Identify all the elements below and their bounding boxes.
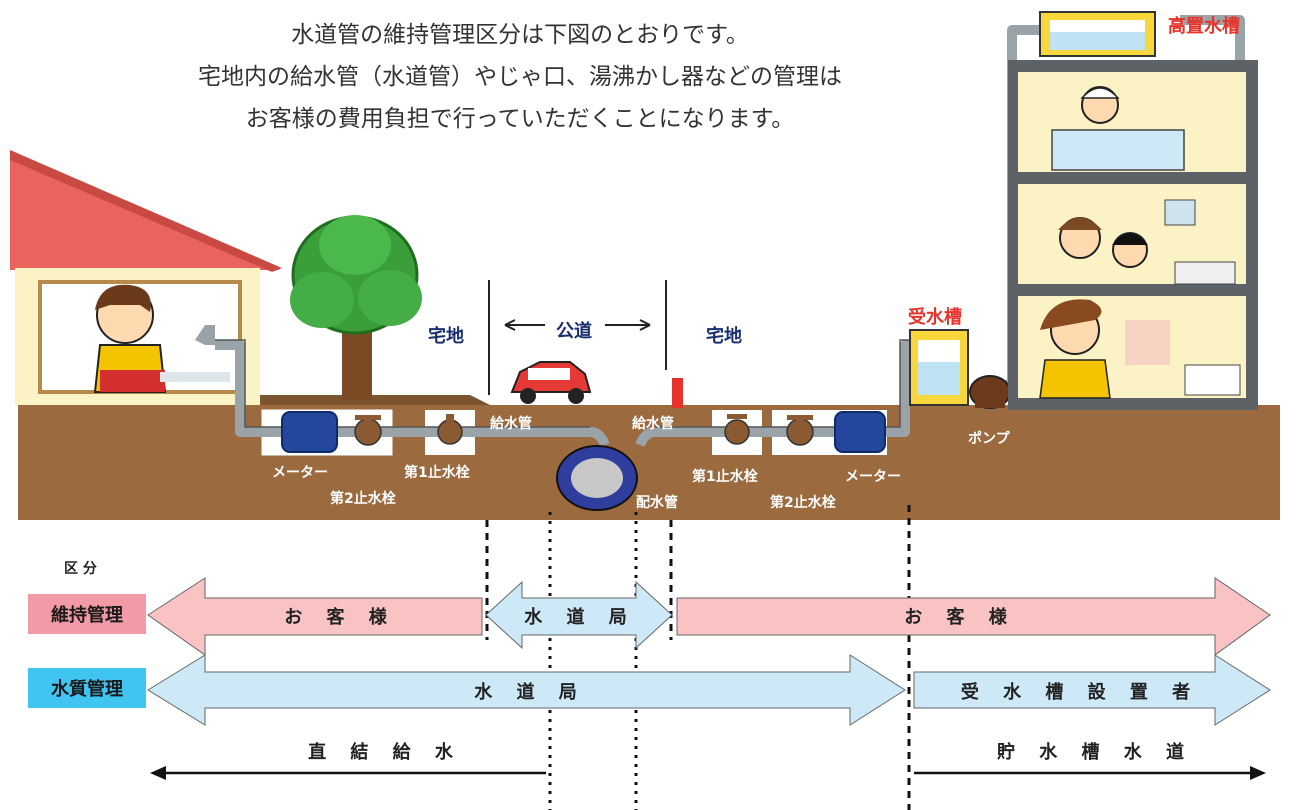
division-heading: 区 分 [64,561,97,577]
label-pump: ポンプ [968,431,1010,447]
intro-text: 水道管の維持管理区分は下図のとおりです。 宅地内の給水管（水道管）やじゃ口、湯沸… [110,14,930,140]
receiving-tank [909,329,969,406]
left-stopcock1 [437,414,463,445]
division-lines [485,505,911,810]
label-meter-left: メーター [272,465,328,481]
label-supply-pipe-right: 給水管 [632,416,674,432]
maint-arrow-customer-left [147,577,483,656]
label-maintenance: 維持管理 [28,594,146,634]
road-arrow-left [504,319,545,331]
maint-customer-right-text: お 客 様 [904,607,1016,628]
label-stopcock2-left: 第2止水栓 [330,491,396,507]
label-stopcock2-right: 第2止水栓 [770,495,836,511]
maint-arrow-customer-right [676,577,1271,656]
label-quality: 水質管理 [28,668,146,708]
label-distribution-pipe: 配水管 [636,495,678,511]
direct-supply-arrowhead [150,766,166,780]
left-house [10,150,282,405]
quality-arrow-bureau [147,654,906,726]
mound [260,395,490,405]
intro-line-1: 水道管の維持管理区分は下図のとおりです。 [291,22,749,48]
quality-arrow-installer [913,654,1271,726]
left-meter [281,411,338,453]
right-stopcock2 [786,415,814,446]
intro-line-3: お客様の費用負担で行っていただくことになります。 [245,106,795,132]
maint-customer-left-text: お 客 様 [284,607,396,628]
label-left-residential: 宅地 [428,326,464,347]
label-stopcock1-right: 第1止水栓 [692,469,758,485]
elevated-tank [1039,11,1156,57]
car [510,361,592,404]
intro-line-2: 宅地内の給水管（水道管）やじゃ口、湯沸かし器などの管理は [198,64,842,90]
tank-supply-text: 貯 水 槽 水 道 [996,742,1194,763]
label-meter-right: メーター [845,469,901,485]
dotted-lines [548,512,638,810]
label-stopcock1-left: 第1止水栓 [404,465,470,481]
pump [969,375,1011,409]
quality-bureau-text: 水 道 局 [474,682,586,703]
label-public-road: 公道 [556,321,592,342]
label-receiving-tank: 受水槽 [908,307,962,328]
boundary-post [672,378,683,408]
label-supply-pipe-left: 給水管 [490,416,532,432]
label-elevated-tank: 高置水槽 [1168,16,1240,37]
tree [290,215,422,400]
road-arrow-right [605,319,651,331]
right-stopcock1 [724,414,750,445]
quality-installer-text: 受 水 槽 設 置 者 [960,682,1200,703]
direct-supply-text: 直 結 給 水 [308,742,462,763]
label-right-residential: 宅地 [706,326,742,347]
maint-arrow-bureau [485,580,673,650]
right-meter [834,411,886,453]
left-stopcock2 [354,415,382,446]
apartment-building [1008,60,1258,410]
maint-bureau-text: 水 道 局 [524,607,636,628]
tank-supply-arrowhead [1250,766,1266,780]
ground [18,405,1280,520]
